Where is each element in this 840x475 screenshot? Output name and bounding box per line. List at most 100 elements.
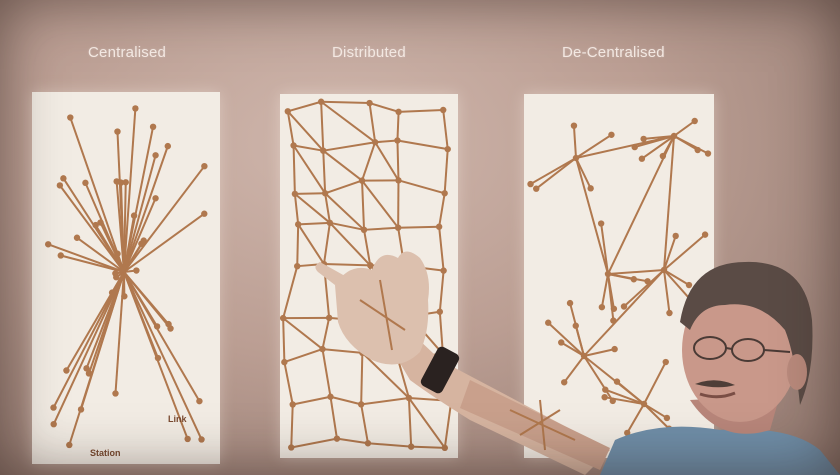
decentralised-diagram (524, 94, 714, 458)
network-station (60, 175, 67, 182)
network-station (114, 128, 121, 135)
network-link (47, 243, 125, 273)
network-station (294, 221, 302, 228)
network-station (620, 303, 628, 310)
network-link (607, 273, 648, 283)
network-station (566, 299, 574, 307)
network-link (575, 133, 612, 159)
network-link (69, 117, 125, 273)
network-link (123, 155, 157, 273)
network-station (394, 224, 402, 231)
network-station (611, 345, 618, 353)
network-station (660, 266, 668, 274)
network-station (366, 99, 373, 107)
network-station (152, 195, 159, 202)
network-station (73, 234, 81, 241)
network-station (44, 241, 52, 248)
network-station (395, 177, 402, 184)
network-station (598, 303, 606, 311)
network-link (291, 437, 338, 449)
network-link (286, 111, 295, 146)
network-link (575, 157, 592, 189)
network-link (287, 100, 322, 113)
title-centralised: Centralised (88, 44, 167, 61)
network-link (59, 184, 125, 273)
network-station (140, 237, 147, 244)
network-link (634, 135, 675, 149)
network-link (282, 317, 324, 350)
network-station (132, 105, 139, 112)
network-link (329, 221, 365, 231)
network-station (527, 180, 534, 188)
network-station (364, 440, 372, 447)
network-link (85, 271, 125, 369)
network-link (361, 141, 377, 181)
network-link (438, 270, 445, 312)
network-station (112, 390, 119, 397)
network-station (56, 182, 64, 189)
network-link (321, 100, 370, 105)
network-link (297, 223, 325, 265)
network-station (371, 139, 379, 146)
network-link (114, 271, 125, 394)
network-station (57, 252, 64, 259)
network-station (360, 226, 368, 234)
network-station (608, 131, 615, 138)
centralised-network-graphic (44, 105, 208, 449)
network-station (284, 108, 292, 115)
network-link (398, 225, 440, 229)
network-link (123, 165, 206, 273)
network-station (333, 435, 341, 442)
network-link (361, 179, 399, 229)
network-station (196, 397, 203, 405)
network-station (604, 270, 612, 278)
network-link (547, 321, 585, 357)
network-station (395, 108, 402, 116)
decentralised-network-graphic (527, 117, 712, 437)
network-station (83, 365, 90, 372)
network-station (133, 267, 140, 274)
network-station (165, 320, 172, 328)
network-link (407, 397, 413, 447)
network-station (613, 378, 621, 385)
network-link (322, 348, 363, 354)
network-link (560, 341, 585, 357)
network-station (327, 393, 334, 400)
network-station (154, 354, 162, 362)
network-station (610, 317, 617, 324)
network-station (63, 367, 70, 374)
network-link (123, 271, 170, 325)
network-station (317, 98, 325, 105)
network-station (704, 150, 712, 157)
network-station (201, 210, 208, 217)
network-link (292, 145, 296, 194)
network-station (663, 414, 671, 422)
network-link (607, 269, 665, 275)
network-link (65, 271, 125, 371)
network-station (624, 429, 631, 437)
network-station (122, 179, 129, 186)
network-link (643, 361, 667, 405)
network-station (290, 142, 297, 149)
network-station (201, 162, 208, 170)
network-station (561, 379, 568, 386)
network-station (184, 435, 191, 443)
network-station (662, 358, 669, 366)
network-link (604, 396, 645, 405)
network-link (663, 233, 706, 271)
network-station (357, 401, 365, 408)
network-station (50, 404, 57, 411)
network-link (360, 352, 364, 405)
network-station (291, 190, 299, 198)
network-station (280, 314, 287, 322)
network-link (293, 193, 300, 225)
network-station (320, 147, 327, 154)
network-station (545, 319, 552, 326)
network-link (663, 135, 675, 271)
network-station (82, 179, 89, 187)
network-station (435, 223, 443, 230)
network-link (361, 180, 366, 230)
network-link (643, 403, 668, 419)
network-station (164, 142, 172, 150)
